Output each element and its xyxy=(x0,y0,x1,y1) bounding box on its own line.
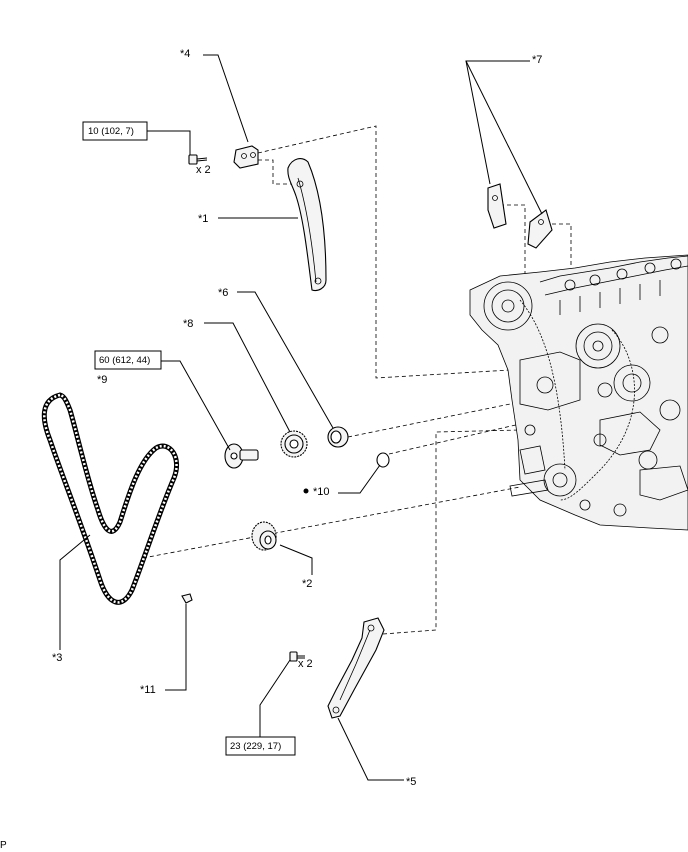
torque-text-60: 60 (612, 44) xyxy=(99,355,150,366)
torque-text-10: 10 (102, 7) xyxy=(88,126,134,137)
part-chain-guide-1 xyxy=(287,158,327,292)
assembly-dashed-lines xyxy=(142,125,572,635)
label-4: *4 xyxy=(180,48,190,60)
qty-bottom-bolts: x 2 xyxy=(298,658,313,670)
part-crank-sprocket-2 xyxy=(251,521,277,551)
part-bolt-upper xyxy=(188,154,208,165)
label-5: *5 xyxy=(406,776,416,788)
torque-box-10: 10 (102, 7) xyxy=(82,121,148,141)
figure-code: P xyxy=(0,840,7,851)
label-3: *3 xyxy=(52,652,62,664)
part-key-11 xyxy=(181,593,193,604)
part-idler-bushing-6 xyxy=(327,426,349,448)
part-chain-damper-7b xyxy=(527,209,553,249)
part-idler-bolt-9 xyxy=(224,443,259,469)
torque-box-23: 23 (229, 17) xyxy=(225,736,296,756)
label-6: *6 xyxy=(218,287,228,299)
torque-box-60: 60 (612, 44) xyxy=(94,350,162,370)
part-chain-guide-5 xyxy=(327,617,385,719)
label-9: *9 xyxy=(97,374,107,386)
part-chain-damper-7a xyxy=(487,183,507,229)
engine-block xyxy=(469,254,688,531)
torque-text-23: 23 (229, 17) xyxy=(230,741,281,752)
label-2: *2 xyxy=(302,578,312,590)
label-11: *11 xyxy=(140,684,156,696)
label-10: *10 xyxy=(313,486,330,498)
part-idler-sprocket-8 xyxy=(280,430,308,458)
new-part-bullet xyxy=(303,488,309,494)
part-o-ring-10 xyxy=(376,452,390,468)
part-timing-chain-3 xyxy=(41,392,180,605)
label-7: *7 xyxy=(532,54,542,66)
part-bolt-lower xyxy=(289,651,305,662)
label-8: *8 xyxy=(183,318,193,330)
label-1: *1 xyxy=(198,213,208,225)
qty-top-bolts: x 2 xyxy=(196,164,211,176)
leader-lines xyxy=(59,54,543,781)
part-chain-tensioner-upper xyxy=(233,145,259,169)
